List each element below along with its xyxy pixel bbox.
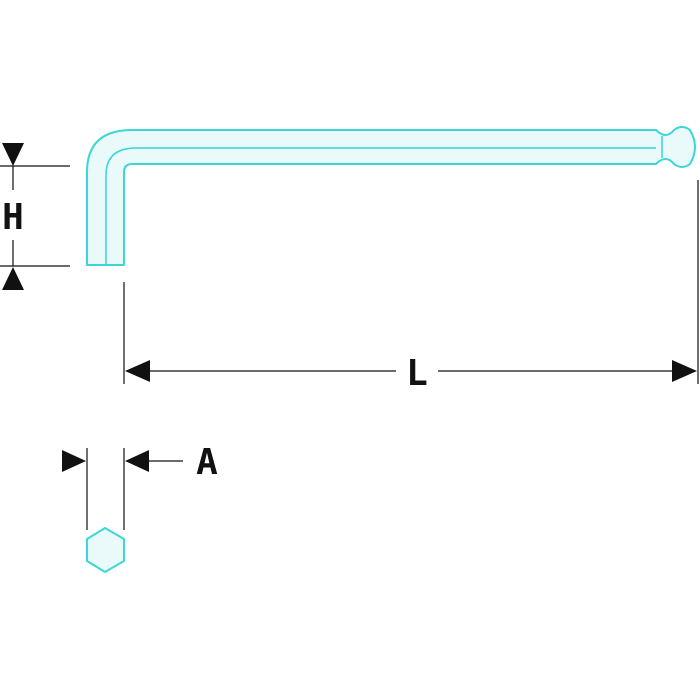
across-flats-arrow-right <box>125 450 149 472</box>
length-label: L <box>406 353 428 394</box>
hex-key-drawing <box>86 126 696 266</box>
height-arrow-bottom <box>2 267 24 290</box>
across-flats-arrow-left <box>62 450 86 472</box>
length-arrow-left <box>125 360 150 382</box>
length-arrow-right <box>672 360 697 382</box>
length-dimension: L <box>123 180 699 394</box>
hex-key-edge-line <box>105 147 656 265</box>
height-dimension: H <box>0 143 70 290</box>
height-arrow-top <box>2 143 24 166</box>
hex-key-body <box>86 126 696 266</box>
across-flats-dimension: A <box>62 442 218 530</box>
hexagon-cross-section <box>86 527 125 573</box>
height-label: H <box>2 197 24 238</box>
across-flats-label: A <box>196 442 218 483</box>
